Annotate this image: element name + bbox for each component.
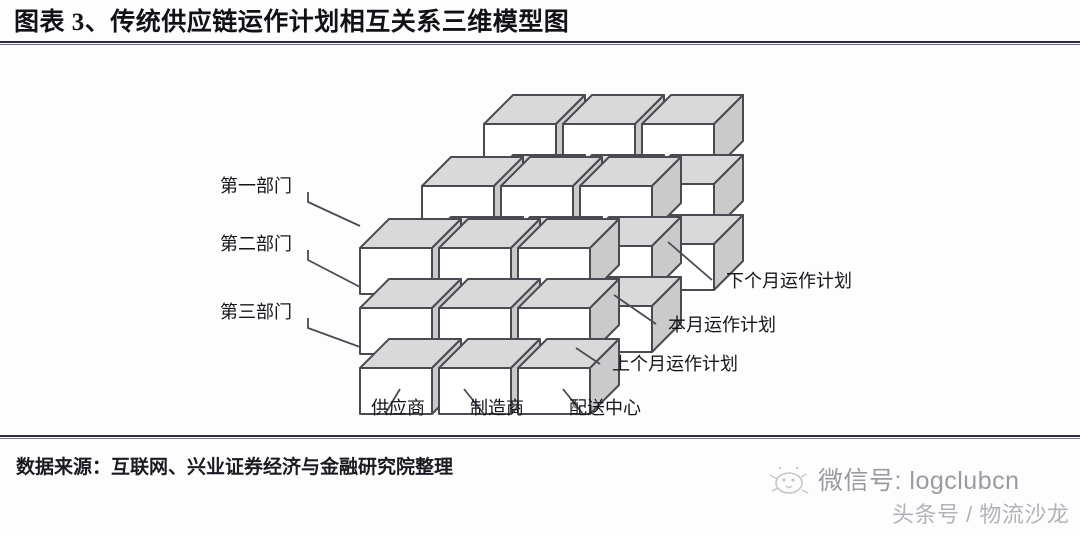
cartoon-face-icon [769,466,809,494]
label-col-distribution-center: 配送中心 [569,398,641,418]
label-row-1: 第一部门 [220,176,292,196]
label-col-supplier: 供应商 [371,398,425,418]
watermark: 微信号: logclubcn 头条号 / 物流沙龙 [762,455,1072,531]
label-row-3: 第三部门 [220,302,292,322]
data-source-note: 数据来源：互联网、兴业证券经济与金融研究院整理 [16,457,454,478]
label-row-2: 第二部门 [220,234,292,254]
watermark-wechat-id: 微信号: logclubcn [818,467,1020,495]
watermark-toutiao-account: 头条号 / 物流沙龙 [892,502,1070,527]
page-title: 图表 3、传统供应链运作计划相互关系三维模型图 [14,9,570,36]
label-depth-last-month: 上个月运作计划 [612,354,738,374]
leader-lines-right [575,241,713,365]
label-col-manufacturer: 制造商 [470,398,524,418]
labels-right: 下个月运作计划 本月运作计划 上个月运作计划 [612,271,852,374]
footer-divider [0,435,1080,439]
leader-lines-bottom [384,388,584,415]
leader-lines-left [307,192,361,348]
labels-left: 第一部门 第二部门 第三部门 [220,176,292,322]
header-divider [0,41,1080,45]
cube-layer-front [359,218,620,415]
label-depth-this-month: 本月运作计划 [668,315,776,335]
cube-diagram: 第一部门 第二部门 第三部门 下个月运作计划 本月运作计划 上个月运作计划 供应… [0,44,1080,434]
labels-bottom: 供应商 制造商 配送中心 [371,398,641,418]
label-depth-next-month: 下个月运作计划 [726,271,852,291]
